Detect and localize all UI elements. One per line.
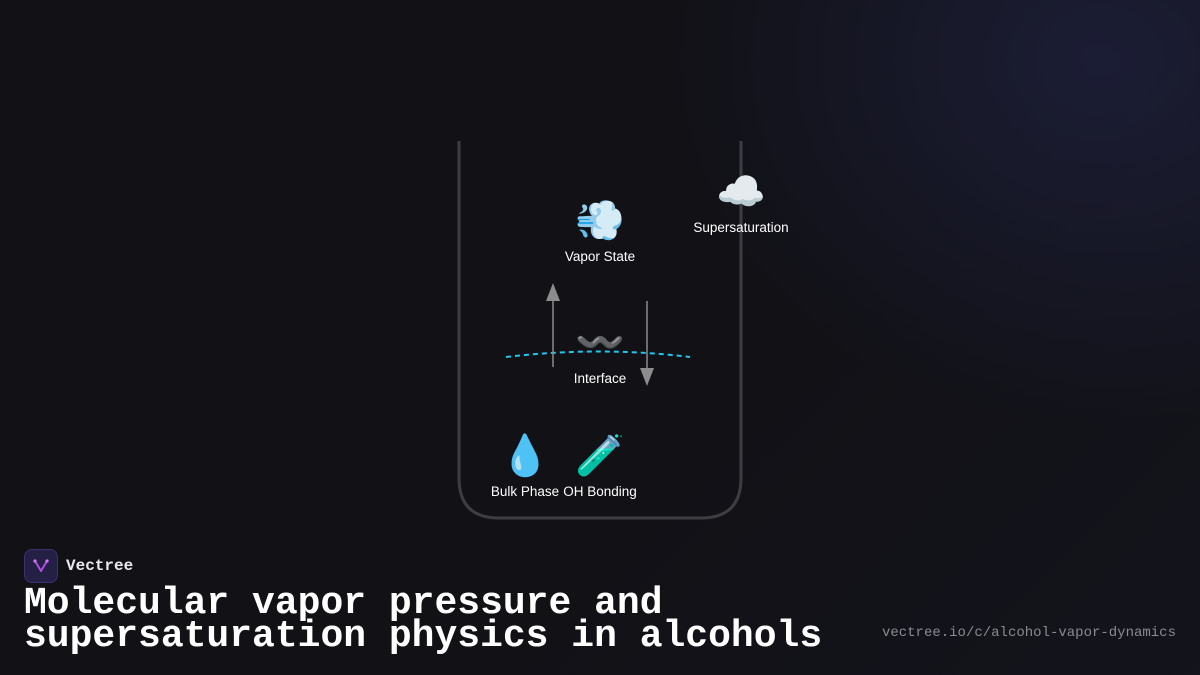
evaporation-arrowhead [546, 283, 560, 301]
node-label-supersaturation: Supersaturation [693, 220, 789, 235]
brand-name: Vectree [66, 557, 134, 575]
test-tube-icon: 🧪 [575, 433, 625, 479]
node-vapor-state: 💨 Vapor State [565, 197, 635, 264]
cloud-icon: ☁️ [716, 169, 766, 215]
vectree-logo-icon [24, 549, 58, 583]
node-bulk-phase: 💧 Bulk Phase [491, 432, 559, 499]
footer: Vectree Molecular vapor pressure and sup… [24, 549, 844, 658]
node-label-oh-bonding: OH Bonding [563, 484, 637, 499]
node-oh-bonding: 🧪 OH Bonding [563, 432, 637, 499]
page-title: Molecular vapor pressure and supersatura… [24, 582, 823, 658]
wavy-dash-icon: 〰️ [575, 320, 625, 366]
node-label-bulk-phase: Bulk Phase [490, 484, 560, 499]
container-outline [457, 141, 743, 520]
node-label-interface: Interface [573, 371, 627, 386]
dash-icon: 💨 [575, 198, 625, 244]
condensation-arrowhead [640, 368, 654, 386]
node-supersaturation: ☁️ Supersaturation [693, 168, 788, 235]
droplet-icon: 💧 [500, 433, 550, 479]
brand[interactable]: Vectree [24, 549, 844, 583]
node-label-vapor-state: Vapor State [564, 249, 636, 264]
node-interface: 〰️ Interface [574, 319, 627, 386]
interface-line [505, 350, 691, 358]
source-url[interactable]: vectree.io/c/alcohol-vapor-dynamics [881, 625, 1176, 641]
